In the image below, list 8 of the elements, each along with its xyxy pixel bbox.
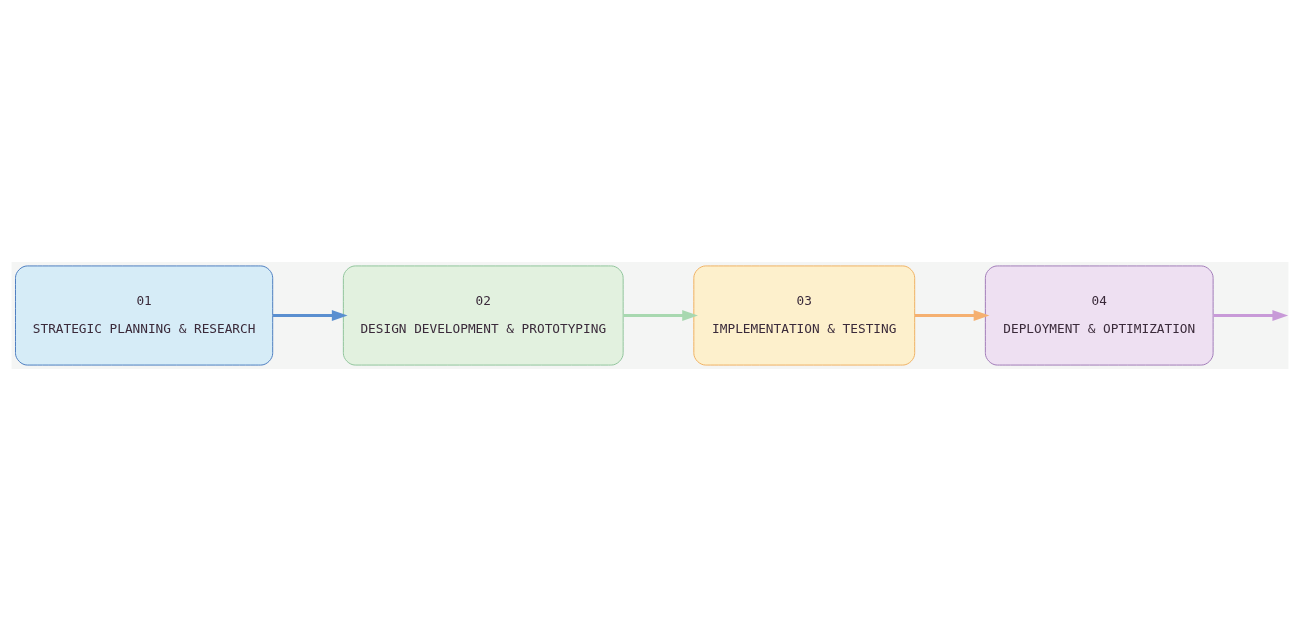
node-box: 04 DEPLOYMENT & OPTIMIZATION [984, 264, 1214, 366]
node-box: 01 STRATEGIC PLANNING & RESEARCH [15, 264, 274, 366]
arrow [273, 309, 348, 321]
arrow [623, 309, 698, 321]
node-box: 03 IMPLEMENTATION & TESTING [693, 264, 916, 366]
arrow [1213, 309, 1289, 321]
node-box: 02 DESIGN DEVELOPMENT & PROTOTYPING [342, 264, 624, 366]
arrow [914, 309, 990, 321]
